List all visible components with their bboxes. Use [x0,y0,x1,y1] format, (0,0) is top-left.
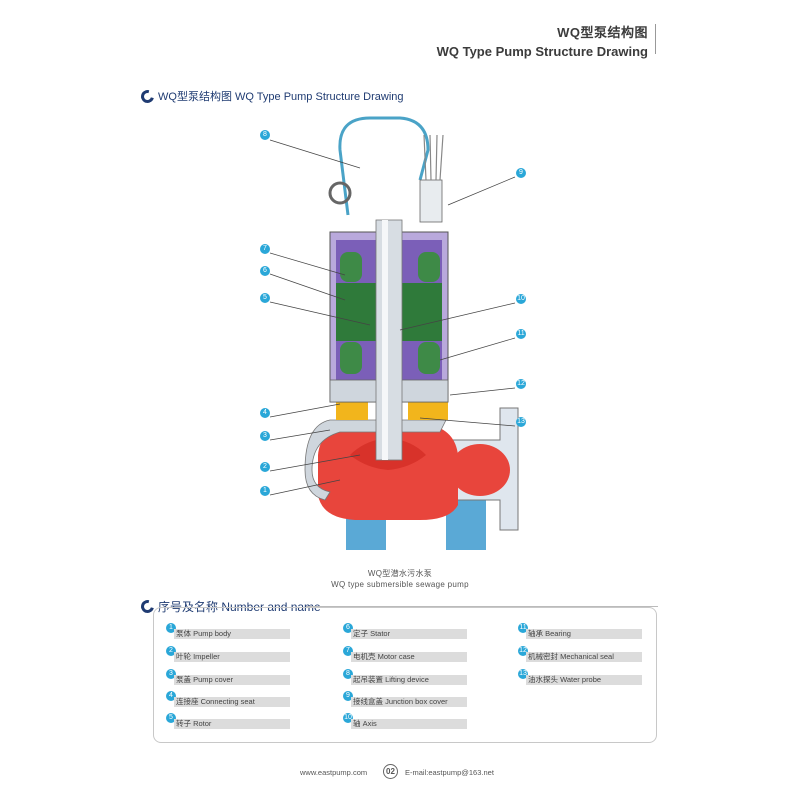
stator-coil-top-left [340,252,362,282]
section-structure-label: WQ型泵结构图 WQ Type Pump Structure Drawing [158,91,404,103]
pump-structure-drawing [269,116,519,550]
part-number: 6 [343,623,353,633]
lifting-cable [338,116,430,216]
parts-list-panel [153,607,657,743]
part-label: 机械密封 Mechanical seal [526,652,642,662]
page-footer: www.eastpump.com 02 E-mail:eastpump@163.… [0,764,800,780]
part-label: 轴 Axis [351,719,467,729]
caption-en: WQ type submersible sewage pump [331,580,469,589]
section-parts-rule [306,606,658,607]
pump-body [318,425,458,520]
junction-box [419,179,443,223]
outlet-channel [450,444,510,496]
part-number: 5 [166,713,176,723]
pump-cover-outline [304,419,447,501]
part-label: 油水探头 Water probe [526,675,642,685]
part-label: 叶轮 Impeller [174,652,290,662]
part-label: 连接座 Connecting seat [174,697,290,707]
header-title-cn: WQ型泵结构图 [557,25,648,40]
section-structure-title: WQ型泵结构图 WQ Type Pump Structure Drawing [138,87,404,105]
part-label: 泵盖 Pump cover [174,675,290,685]
part-label: 起吊装置 Lifting device [351,675,467,685]
part-number: 2 [166,646,176,656]
header-divider [655,24,656,54]
stator-coil-top-right [418,252,440,282]
part-label: 转子 Rotor [174,719,290,729]
part-label: 定子 Stator [351,629,467,639]
leader-lines [269,139,516,496]
part-number: 10 [343,713,353,723]
part-number: 9 [343,691,353,701]
part-label: 泵体 Pump body [174,629,290,639]
shaft [375,219,403,461]
part-number: 1 [166,623,176,633]
part-number: 12 [518,646,528,656]
shaft-highlight [382,220,388,460]
page-number: 02 [383,764,398,779]
connecting-seat-left [336,402,368,420]
part-number: 13 [518,669,528,679]
drawing-caption: WQ型潜水污水泵 WQ type submersible sewage pump [300,568,500,590]
footer-website[interactable]: www.eastpump.com [300,768,368,777]
caption-cn: WQ型潜水污水泵 [367,569,433,578]
page-header: WQ型泵结构图 WQ Type Pump Structure Drawing [437,22,648,59]
header-title-en: WQ Type Pump Structure Drawing [436,44,648,59]
part-number: 3 [166,669,176,679]
part-number: 7 [343,646,353,656]
part-label: 电机壳 Motor case [351,652,467,662]
part-number: 4 [166,691,176,701]
connecting-seat-right [408,402,448,420]
footer-email[interactable]: E-mail:eastpump@163.net [405,768,494,777]
part-label: 轴承 Bearing [526,629,642,639]
lifting-ring [328,181,352,205]
cable-bundle [423,134,444,181]
part-number: 11 [518,623,528,633]
stator-coil-bottom-left [340,342,362,374]
part-number: 8 [343,669,353,679]
stator-coil-bottom-right [418,342,440,374]
part-label: 接线盒盖 Junction box cover [351,697,467,707]
